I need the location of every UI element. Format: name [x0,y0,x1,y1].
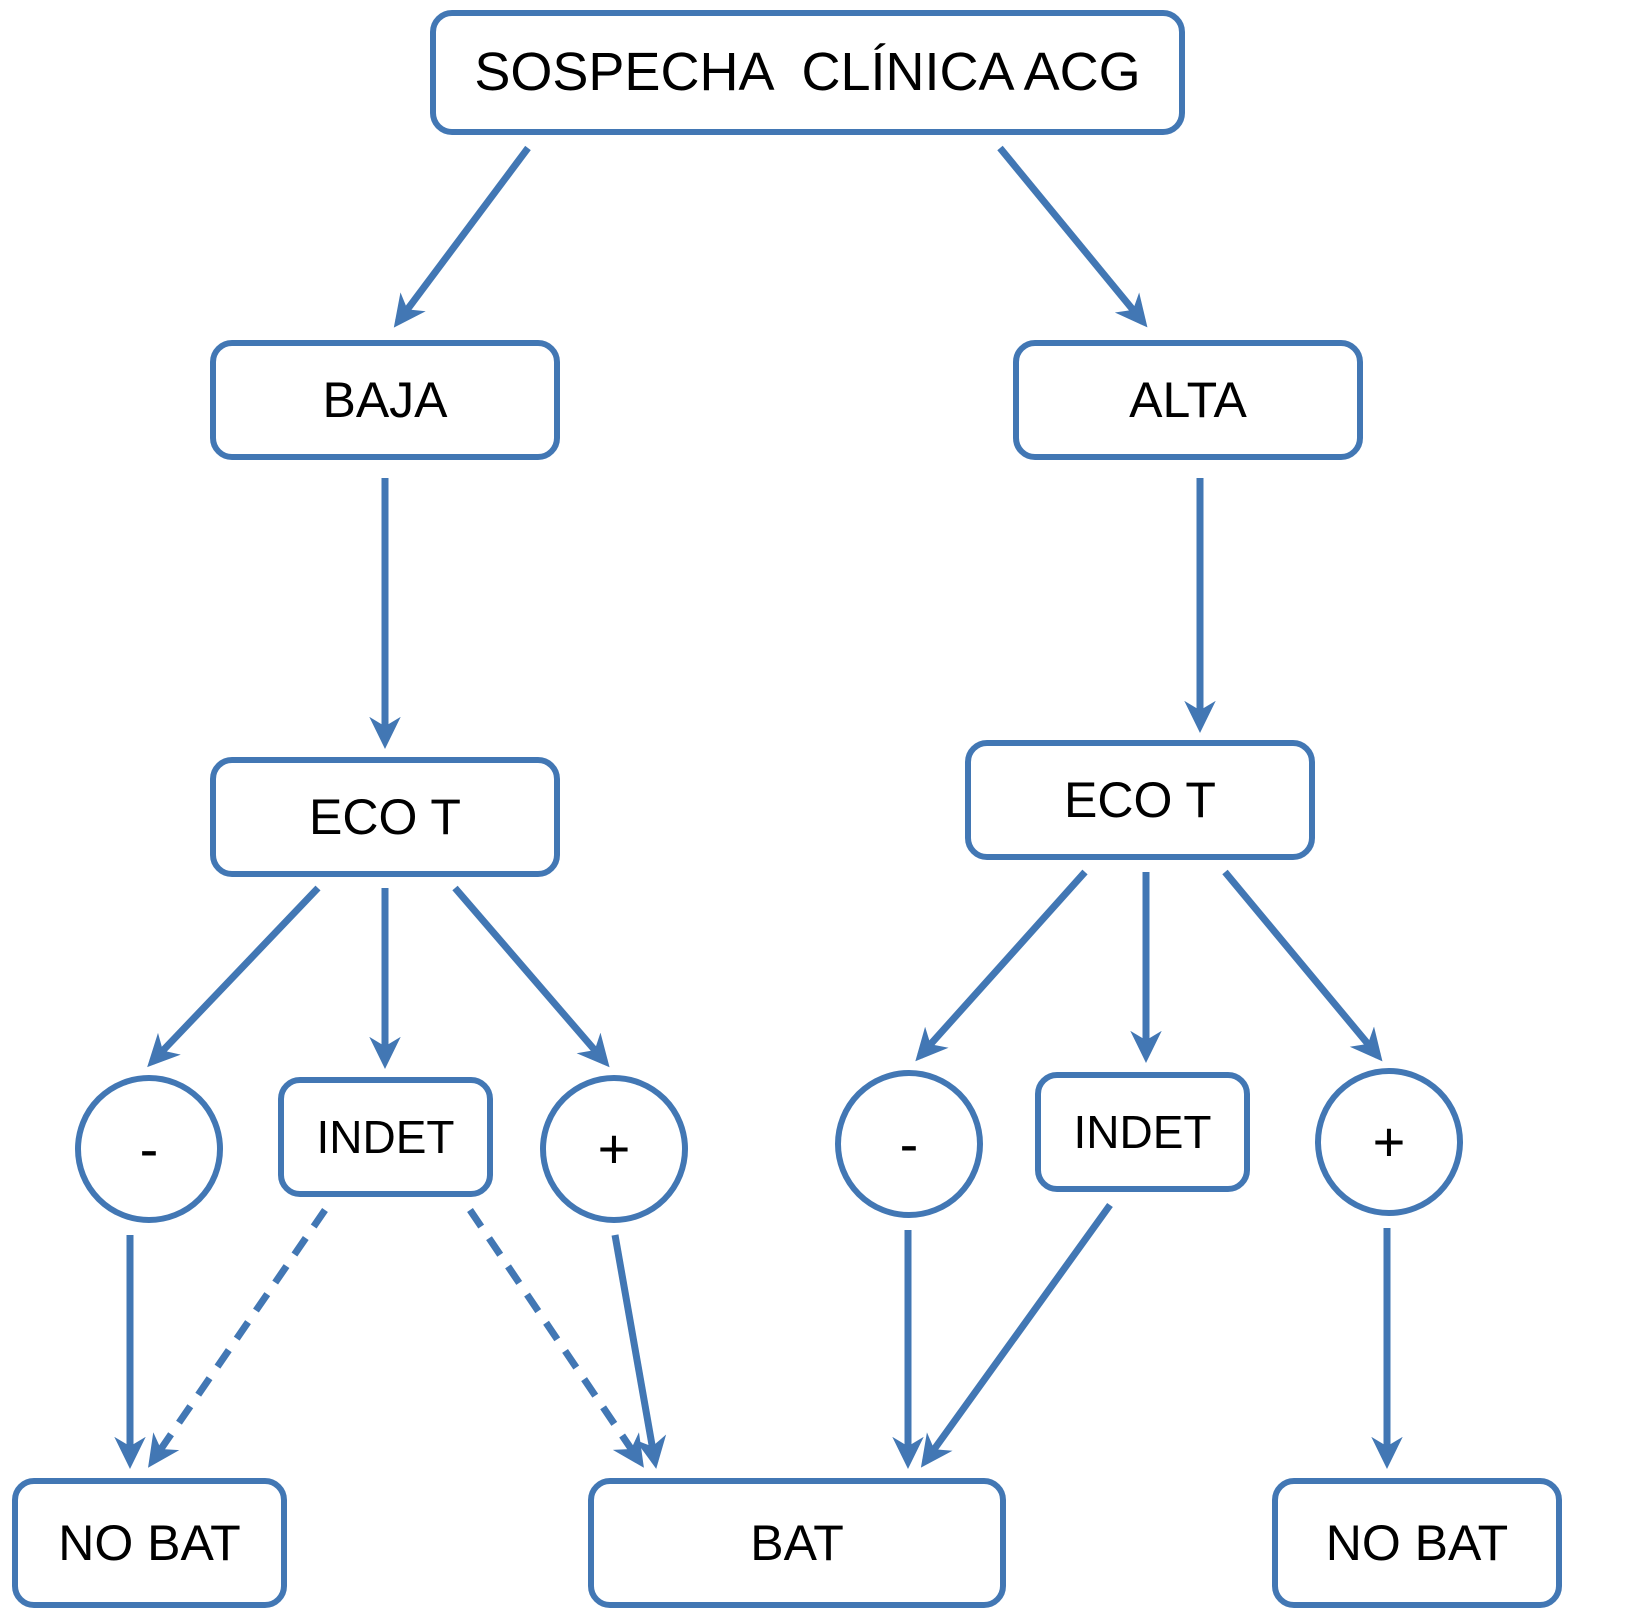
node-baja[interactable]: BAJA [210,340,560,460]
edge-indetleft-to-nobat [148,1208,328,1468]
node-indet-right[interactable]: INDET [1035,1072,1250,1192]
node-label-baja: BAJA [322,371,448,428]
node-indet-left[interactable]: INDET [278,1077,493,1197]
edge-root-to-baja [393,145,531,328]
edge-root-to-alta [997,145,1148,328]
node-root[interactable]: SOSPECHA CLÍNICA ACG [430,10,1185,135]
node-eco-right[interactable]: ECO T [965,740,1315,860]
node-label-pos-left: + [597,1117,631,1181]
node-label-pos-right: + [1372,1110,1406,1174]
node-label-nobat-right: NO BAT [1325,1514,1509,1571]
edge-ecoright-to-pos [1222,869,1383,1062]
edge-ecoright-to-neg [915,869,1088,1062]
node-label-eco-right: ECO T [1064,771,1216,828]
node-label-indet-left: INDET [316,1110,455,1163]
node-label-nobat-left: NO BAT [58,1514,241,1571]
node-neg-right[interactable]: - [835,1070,983,1218]
node-label-indet-right: INDET [1073,1105,1212,1158]
node-label-alta: ALTA [1129,371,1247,428]
edge-posleft-to-bat [611,1234,667,1469]
node-label-neg-left: - [139,1117,159,1181]
node-label-root: SOSPECHA CLÍNICA ACG [474,41,1141,102]
node-eco-left[interactable]: ECO T [210,757,560,877]
edge-ecoleft-to-neg [147,885,321,1068]
edge-indetright-to-bat [920,1202,1113,1468]
edge-indetleft-to-bat [467,1208,644,1468]
node-label-bat: BAT [750,1514,844,1571]
node-label-neg-right: - [899,1112,919,1176]
node-pos-right[interactable]: + [1315,1068,1463,1216]
node-neg-left[interactable]: - [75,1075,223,1223]
node-label-eco-left: ECO T [309,788,461,845]
node-pos-left[interactable]: + [540,1075,688,1223]
node-alta[interactable]: ALTA [1013,340,1363,460]
node-nobat-right[interactable]: NO BAT [1272,1478,1562,1608]
node-nobat-left[interactable]: NO BAT [12,1478,287,1608]
edge-ecoleft-to-pos [452,885,610,1068]
node-bat[interactable]: BAT [588,1478,1006,1608]
